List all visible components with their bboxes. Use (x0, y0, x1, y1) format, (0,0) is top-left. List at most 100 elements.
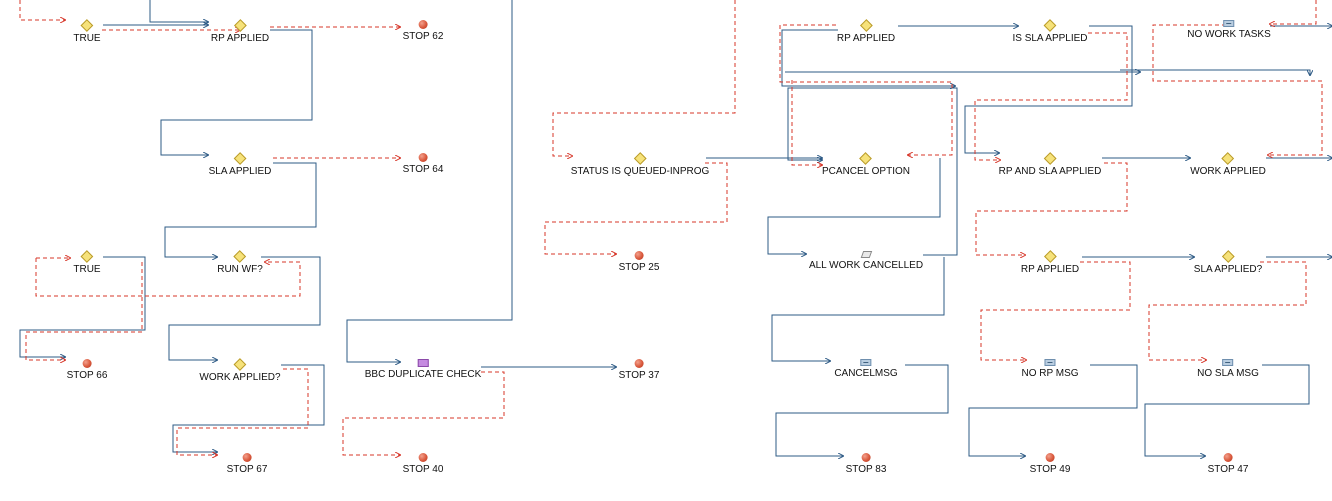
stop-icon (634, 359, 644, 368)
stop-icon (861, 453, 871, 462)
node-stop40[interactable]: STOP 40 (402, 453, 444, 475)
diamond-icon (1221, 152, 1235, 165)
node-label: IS SLA APPLIED (1012, 33, 1088, 44)
node-label: RP APPLIED (1020, 264, 1080, 275)
dashed-connector (1148, 261, 1307, 360)
node-stop37[interactable]: STOP 37 (618, 359, 660, 381)
node-label: STOP 67 (226, 464, 268, 475)
node-stop83[interactable]: STOP 83 (846, 453, 886, 475)
diamond-icon (1043, 152, 1057, 165)
node-stop62[interactable]: STOP 62 (402, 20, 444, 42)
stop-icon (634, 251, 644, 260)
node-no-work-tasks[interactable]: NO WORK TASKS (1187, 20, 1271, 40)
dashed-connector (974, 32, 1128, 160)
diamond-icon (233, 250, 247, 263)
node-label: NO SLA MSG (1197, 368, 1259, 379)
diamond-icon (633, 152, 647, 165)
node-label: PCANCEL OPTION (822, 166, 910, 177)
message-icon (860, 359, 872, 366)
dashed-connector (779, 24, 953, 155)
node-stop64[interactable]: STOP 64 (402, 153, 444, 175)
node-sla-applied[interactable]: SLA APPLIED (209, 152, 271, 177)
node-true-top[interactable]: TRUE (73, 19, 101, 44)
node-rp-applied-2[interactable]: RP APPLIED (836, 19, 896, 44)
node-label: WORK APPLIED (1190, 166, 1266, 177)
node-label: RP AND SLA APPLIED (998, 166, 1102, 177)
solid-connector (964, 25, 1133, 153)
node-label: STOP 40 (402, 464, 444, 475)
diamond-icon (1043, 19, 1057, 32)
dashed-connector (19, 0, 65, 20)
dashed-connector (544, 162, 728, 254)
task-icon (417, 359, 429, 367)
node-label: STOP 37 (618, 370, 660, 381)
node-stop25[interactable]: STOP 25 (619, 251, 659, 273)
solid-connector (771, 257, 945, 361)
node-work-applied-q[interactable]: WORK APPLIED? (199, 358, 281, 383)
diamond-icon (80, 250, 94, 263)
solid-connector (346, 0, 513, 362)
solid-connector (767, 158, 941, 254)
dashed-connector (176, 368, 309, 455)
node-label: RP APPLIED (836, 33, 896, 44)
node-label: NO WORK TASKS (1187, 29, 1271, 40)
solid-connector (1144, 364, 1310, 456)
node-label: TRUE (73, 264, 101, 275)
node-rp-applied-1[interactable]: RP APPLIED (211, 19, 269, 44)
diamond-icon (233, 152, 247, 165)
diamond-icon (859, 152, 873, 165)
stop-icon (82, 359, 92, 368)
diamond-icon (1221, 250, 1235, 263)
node-sla-applied-q[interactable]: SLA APPLIED? (1193, 250, 1263, 275)
node-run-wf[interactable]: RUN WF? (217, 250, 263, 275)
node-is-sla-applied[interactable]: IS SLA APPLIED (1012, 19, 1088, 44)
dashed-connector (342, 371, 505, 455)
node-rp-applied-3[interactable]: RP APPLIED (1020, 250, 1080, 275)
diamond-icon (1043, 250, 1057, 263)
diamond-icon (233, 358, 247, 371)
parallelogram-icon (860, 251, 872, 258)
node-label: TRUE (73, 33, 101, 44)
node-true-mid[interactable]: TRUE (73, 250, 101, 275)
solid-connector (1120, 69, 1310, 75)
node-stop67[interactable]: STOP 67 (226, 453, 268, 475)
node-rp-and-sla[interactable]: RP AND SLA APPLIED (998, 152, 1102, 177)
stop-icon (418, 20, 428, 29)
node-pcancel[interactable]: PCANCEL OPTION (822, 152, 910, 177)
node-stop49[interactable]: STOP 49 (1030, 453, 1070, 475)
stop-icon (418, 453, 428, 462)
node-work-applied[interactable]: WORK APPLIED (1190, 152, 1266, 177)
stop-icon (418, 153, 428, 162)
solid-connector (781, 29, 955, 86)
node-cancelmsg[interactable]: CANCELMSG (834, 359, 898, 379)
node-no-rp-msg[interactable]: NO RP MSG (1021, 359, 1079, 379)
dashed-connector (35, 258, 301, 297)
solid-connector (172, 364, 325, 452)
solid-connector (160, 29, 313, 155)
stop-icon (242, 453, 252, 462)
node-label: STOP 64 (402, 164, 444, 175)
dashed-connector (552, 0, 736, 156)
solid-connector (149, 0, 208, 22)
node-status-queued[interactable]: STATUS IS QUEUED-INPROG (570, 152, 710, 177)
node-label: SLA APPLIED? (1193, 264, 1263, 275)
dashed-connector (980, 261, 1131, 360)
solid-connector (968, 364, 1138, 456)
node-stop66[interactable]: STOP 66 (67, 359, 107, 381)
node-bbc-dup[interactable]: BBC DUPLICATE CHECK (364, 359, 482, 380)
diamond-icon (233, 19, 247, 32)
node-label: CANCELMSG (834, 368, 898, 379)
dashed-connector (791, 80, 822, 165)
node-all-work-cancelled[interactable]: ALL WORK CANCELLED (809, 251, 923, 271)
node-stop47[interactable]: STOP 47 (1207, 453, 1249, 475)
node-label: RUN WF? (217, 264, 263, 275)
node-label: STATUS IS QUEUED-INPROG (570, 166, 710, 177)
node-label: STOP 47 (1207, 464, 1249, 475)
node-label: BBC DUPLICATE CHECK (364, 369, 482, 380)
diamond-icon (80, 19, 94, 32)
node-no-sla-msg[interactable]: NO SLA MSG (1197, 359, 1259, 379)
node-label: STOP 62 (402, 31, 444, 42)
dashed-connector (1270, 0, 1317, 24)
solid-connector (168, 256, 321, 360)
dashed-connector (975, 162, 1128, 255)
